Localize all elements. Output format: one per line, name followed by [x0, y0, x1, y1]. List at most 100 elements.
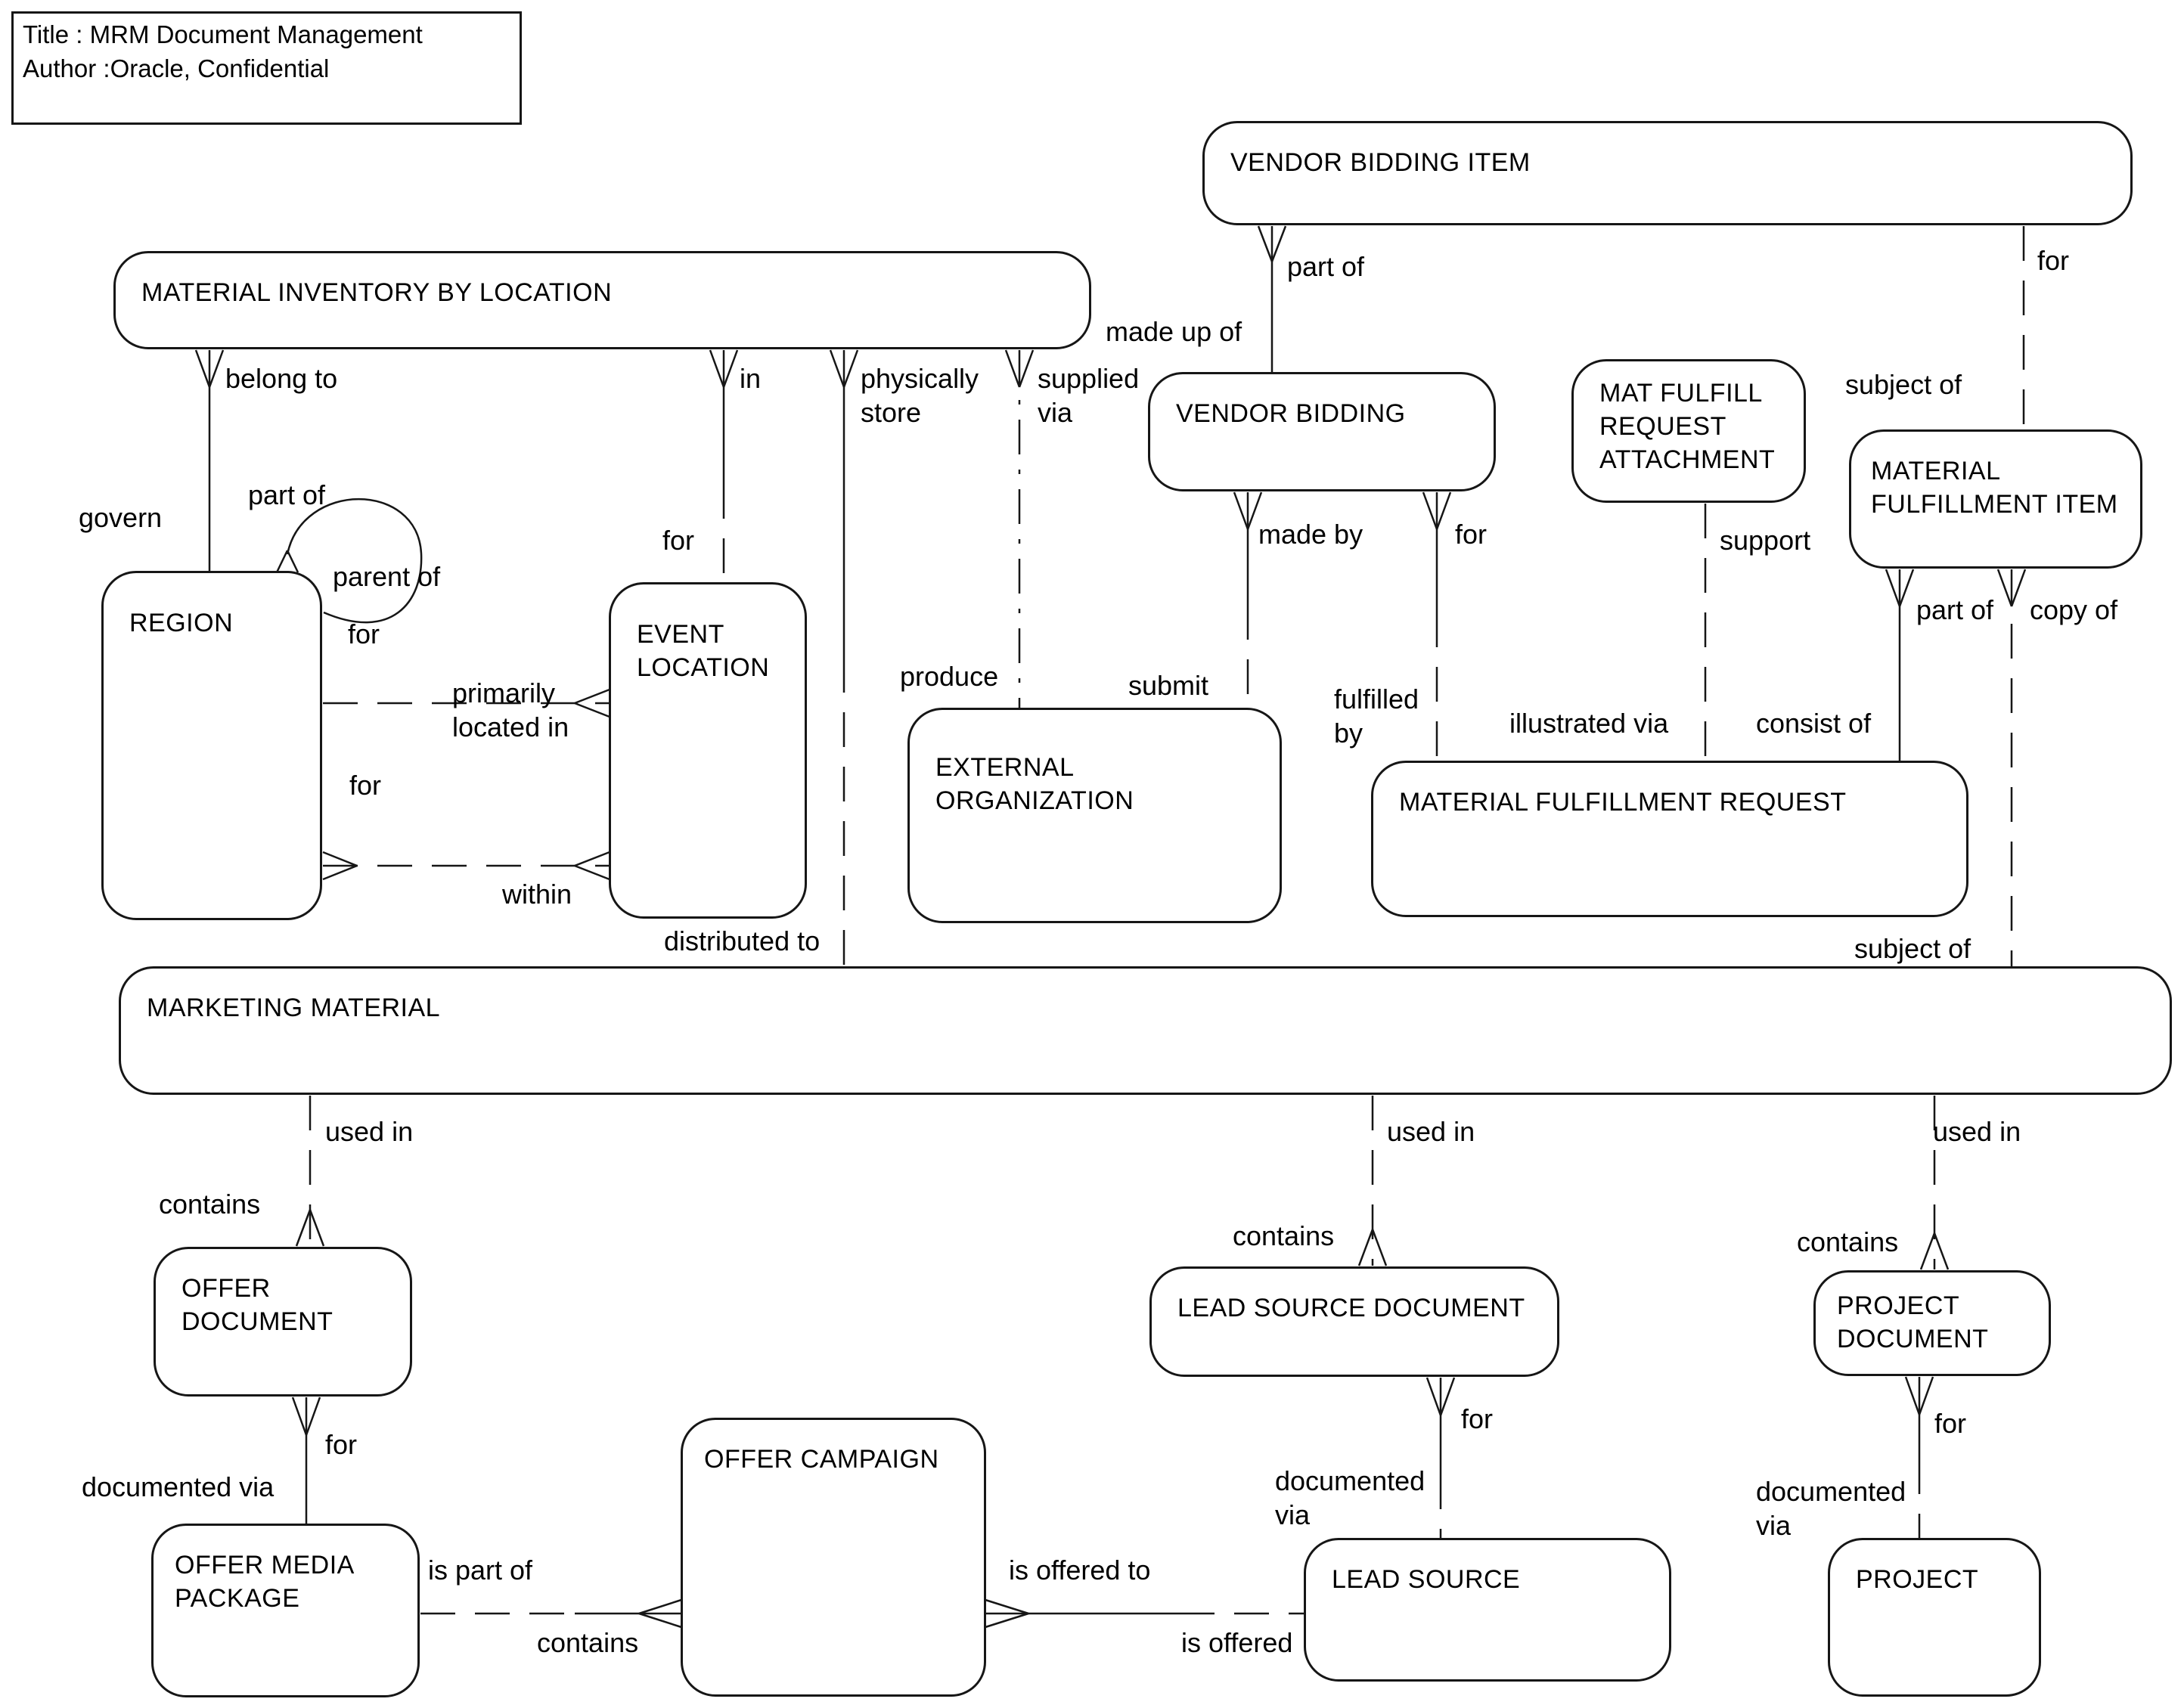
- rel-label-belong-to: belong to: [225, 363, 338, 394]
- entity-lead-source: LEAD SOURCE: [1304, 1538, 1671, 1682]
- entity-label: MARKETING MATERIAL: [147, 994, 441, 1022]
- rel-label-for-od: for: [325, 1429, 358, 1460]
- rel-label-part-of-vbi: part of: [1287, 251, 1365, 282]
- rel-label-for-pd: for: [1934, 1408, 1967, 1439]
- rel-label-illustrated-via: illustrated via: [1509, 708, 1669, 739]
- rel-label-support: support: [1720, 525, 1811, 556]
- rel-label-contains-pd: contains: [1797, 1226, 1899, 1257]
- crowfoot-copy-of-mfi: [1996, 569, 2027, 607]
- entity-material-inventory-by-location: MATERIAL INVENTORY BY LOCATION: [113, 251, 1091, 349]
- rel-label-documented-via-prj: documented via: [1756, 1476, 1906, 1541]
- rel-label-physically-store: physically store: [861, 363, 979, 428]
- entity-project-document: PROJECT DOCUMENT: [1813, 1270, 2051, 1376]
- crowfoot-primarily-evloc: [574, 688, 610, 718]
- rel-label-parent-of: parent of: [333, 561, 441, 592]
- entity-region: REGION: [101, 571, 322, 920]
- entity-label: REGION: [129, 609, 234, 637]
- entity-label: VENDOR BIDDING ITEM: [1230, 148, 1531, 177]
- crowfoot-is-offered-oc: [985, 1598, 1029, 1629]
- rel-label-used-in-left: used in: [325, 1116, 414, 1147]
- rel-label-produce: produce: [900, 661, 999, 692]
- rel-label-for-lsd: for: [1461, 1403, 1494, 1434]
- rel-label-govern: govern: [79, 502, 163, 533]
- crowfoot-contains-od: [295, 1209, 325, 1247]
- entity-material-fulfillment-request: MATERIAL FULFILLMENT REQUEST: [1371, 761, 1968, 917]
- entity-lead-source-document: LEAD SOURCE DOCUMENT: [1149, 1266, 1559, 1377]
- rel-label-for-evloc: for: [662, 525, 695, 556]
- author-line: Author :Oracle, Confidential: [23, 54, 330, 82]
- rel-label-part-of-region: part of: [248, 479, 326, 510]
- entity-label: MATERIAL INVENTORY BY LOCATION: [141, 278, 613, 307]
- rel-label-distributed-to: distributed to: [664, 925, 821, 956]
- rel-label-within: within: [502, 879, 572, 910]
- crowfoot-pd-for: [1904, 1376, 1934, 1415]
- rel-label-documented-via-omp: documented via: [82, 1471, 275, 1502]
- rel-label-subject-of-mfi: subject of: [1845, 369, 1962, 400]
- rel-label-contains-od: contains: [159, 1189, 261, 1220]
- rel-label-submit: submit: [1128, 670, 1209, 701]
- rel-label-for-within: for: [349, 770, 382, 801]
- rel-label-supplied-via: supplied via: [1038, 363, 1140, 428]
- rel-label-part-of-mfi: part of: [1916, 594, 1994, 625]
- rel-label-is-offered: is offered: [1181, 1627, 1293, 1658]
- entity-project: PROJECT: [1828, 1538, 2041, 1697]
- rel-label-documented-via-ls: documented via: [1275, 1465, 1425, 1530]
- entity-marketing-material: MARKETING MATERIAL: [119, 966, 2172, 1095]
- entity-label: PROJECT DOCUMENT: [1837, 1291, 1989, 1354]
- entity-mat-fulfill-request-attachment: MAT FULFILL REQUEST ATTACHMENT: [1571, 359, 1806, 503]
- entity-label: OFFER MEDIA PACKAGE: [175, 1551, 355, 1614]
- crowfoot-contains-lsd: [1357, 1229, 1388, 1266]
- entity-label: MATERIAL FULFILLMENT REQUEST: [1399, 788, 1847, 817]
- crowfoot-within-evloc: [574, 851, 610, 881]
- rel-label-subject-of-mm: subject of: [1854, 933, 1971, 964]
- rel-label-for-primarily: for: [348, 618, 380, 649]
- rel-label-used-in-right: used in: [1933, 1116, 2021, 1147]
- entity-offer-document: OFFER DOCUMENT: [154, 1247, 412, 1397]
- entity-label: LEAD SOURCE: [1332, 1565, 1521, 1594]
- entity-label: PROJECT: [1856, 1565, 1979, 1594]
- entity-offer-media-package: OFFER MEDIA PACKAGE: [151, 1524, 420, 1697]
- entity-offer-campaign: OFFER CAMPAIGN: [681, 1418, 986, 1697]
- crowfoot-physically-store-mibl: [829, 349, 859, 388]
- crowfoot-belong-to-mibl: [194, 349, 225, 388]
- rel-label-made-by: made by: [1258, 519, 1363, 550]
- rel-label-consist-of: consist of: [1756, 708, 1872, 739]
- entity-label: EVENT LOCATION: [637, 620, 770, 683]
- crowfoot-made-by-vb: [1233, 491, 1263, 530]
- rel-label-contains-oc: contains: [537, 1627, 639, 1658]
- crowfoot-lsd-for: [1425, 1377, 1456, 1416]
- entity-label: VENDOR BIDDING: [1176, 399, 1406, 428]
- crowfoot-od-for: [291, 1397, 321, 1436]
- rel-label-used-in-mid: used in: [1387, 1116, 1475, 1147]
- title-box: Title : MRM Document Management Author :…: [11, 11, 522, 125]
- rel-label-for-mfr: for: [1455, 519, 1488, 550]
- crowfoot-in-mibl: [709, 349, 739, 388]
- title-line: Title : MRM Document Management: [23, 20, 423, 48]
- rel-label-primarily-located-in: primarily located in: [452, 677, 569, 742]
- crowfoot-selfloop-region: [275, 550, 299, 573]
- rel-label-copy-of: copy of: [2030, 594, 2118, 625]
- crowfoot-part-of-vbi: [1257, 225, 1287, 262]
- entity-label: MAT FULFILL REQUEST ATTACHMENT: [1599, 379, 1776, 475]
- line-region-selfloop: [286, 498, 423, 624]
- rel-label-in: in: [740, 363, 762, 394]
- crowfoot-supplied-via-mibl: [1004, 349, 1035, 388]
- entity-material-fulfillment-item: MATERIAL FULFILLMENT ITEM: [1849, 429, 2142, 569]
- rel-label-contains-lsd: contains: [1233, 1220, 1335, 1251]
- entity-event-location: EVENT LOCATION: [609, 582, 807, 919]
- entity-vendor-bidding-item: VENDOR BIDDING ITEM: [1202, 121, 2133, 225]
- entity-label: MATERIAL FULFILLMENT ITEM: [1871, 457, 2118, 519]
- entity-external-organization: EXTERNAL ORGANIZATION: [907, 708, 1282, 923]
- entity-vendor-bidding: VENDOR BIDDING: [1148, 372, 1496, 491]
- crowfoot-within-region: [322, 851, 358, 881]
- entity-label: EXTERNAL ORGANIZATION: [935, 753, 1134, 816]
- rel-label-made-up-of: made up of: [1106, 316, 1242, 347]
- entity-label: OFFER CAMPAIGN: [704, 1445, 939, 1474]
- crowfoot-part-of-mfi: [1885, 569, 1915, 607]
- entity-label: OFFER DOCUMENT: [181, 1274, 333, 1337]
- crowfoot-vb-for: [1422, 491, 1452, 530]
- crowfoot-contains-oc: [638, 1598, 682, 1629]
- rel-label-is-offered-to: is offered to: [1009, 1555, 1151, 1586]
